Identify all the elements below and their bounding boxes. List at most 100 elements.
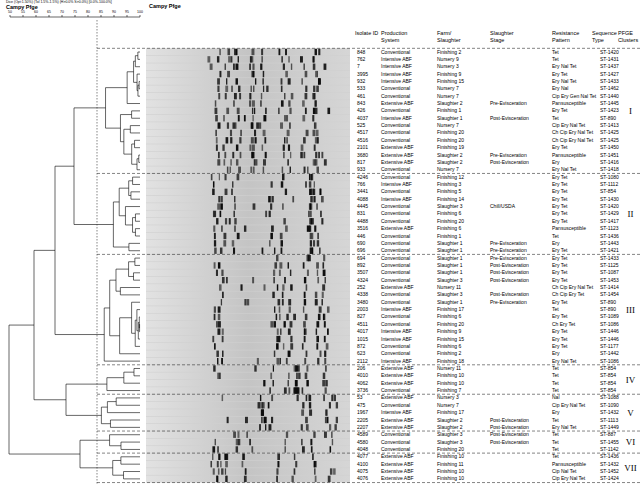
table-cell: Ery Nal Tet: [552, 63, 576, 70]
gel-band: [306, 380, 308, 386]
gel-band: [315, 71, 316, 77]
table-cell: Ery Tet: [552, 218, 567, 225]
gel-lane: [146, 174, 350, 181]
gel-band: [316, 336, 319, 342]
gel-band: [307, 167, 308, 173]
gel-band: [253, 71, 254, 77]
gel-band: [304, 167, 306, 173]
gel-band: [249, 100, 251, 106]
table-cell: Finishing 1: [437, 233, 461, 240]
table-cell: Slaughter 2: [437, 159, 463, 166]
dendrogram-branch: [132, 333, 136, 334]
gel-lane: [146, 277, 350, 284]
gel-band: [303, 321, 306, 327]
gel-band: [322, 262, 324, 268]
table-cell: ST-1414: [600, 284, 619, 291]
dendrogram-branch: [134, 375, 140, 376]
gel-band: [220, 461, 221, 467]
gel-band: [210, 461, 212, 467]
gel-band: [301, 145, 304, 151]
gel-band: [304, 329, 307, 335]
gel-band: [251, 122, 254, 128]
gel-band: [298, 365, 300, 371]
table-cell: Slaughter 1: [437, 240, 463, 247]
gel-band: [313, 64, 316, 70]
gel-band: [265, 108, 267, 114]
table-cell: Tet: [552, 431, 559, 438]
gel-band: [237, 233, 240, 239]
dendrogram-branch: [88, 15, 89, 17]
gel-band: [225, 189, 228, 195]
gel-band: [300, 152, 303, 158]
dendrogram-branch: [34, 399, 66, 400]
gel-band: [217, 203, 220, 209]
gel-band: [317, 358, 318, 364]
gel-band: [217, 329, 220, 335]
table-cell: 7: [357, 63, 360, 70]
gel-band: [217, 358, 218, 364]
gel-band: [282, 174, 285, 180]
dendrogram-branch: [137, 330, 138, 331]
gel-band: [254, 130, 256, 136]
gel-band: [328, 476, 331, 482]
table-cell: ST-1413: [600, 122, 619, 129]
gel-band: [291, 476, 293, 482]
gel-band: [286, 314, 288, 320]
table-cell: 2003: [357, 306, 368, 313]
gel-band: [222, 395, 224, 401]
table-cell: Pansusceptible: [552, 152, 586, 159]
gel-band: [231, 86, 232, 92]
gel-band: [236, 439, 239, 445]
dendrogram-branch: [135, 320, 137, 321]
table-cell: 766: [357, 181, 365, 188]
gel-band: [273, 380, 274, 386]
gel-band: [305, 417, 308, 423]
gel-band: [314, 181, 315, 187]
table-cell: ST-1436: [600, 233, 619, 240]
gel-band: [290, 284, 292, 290]
table-cell: ST-1446: [600, 336, 619, 343]
gel-band: [233, 100, 234, 106]
gel-band: [281, 86, 283, 92]
gel-band: [288, 387, 290, 393]
table-cell: Post-Evisceration: [490, 291, 529, 298]
gel-band: [317, 277, 319, 283]
dendrogram-branch: [110, 427, 140, 428]
gel-lane: [146, 240, 350, 247]
table-cell: ST-890: [600, 299, 616, 306]
gel-band: [216, 137, 218, 143]
gel-band: [218, 196, 220, 202]
gel-lane: [146, 262, 350, 269]
gel-band: [302, 100, 305, 106]
table-cell: Nal: [552, 394, 560, 401]
dendrogram-branch: [127, 71, 133, 72]
table-cell: 690: [357, 240, 365, 247]
gel-band: [302, 115, 305, 121]
gel-band: [295, 380, 297, 386]
dendrogram-branch: [133, 217, 136, 218]
gel-band: [222, 329, 224, 335]
table-cell: Extensive ABF: [381, 144, 414, 151]
table-cell: Nursery 3: [437, 394, 459, 401]
table-cell: ST-1423: [600, 107, 619, 114]
gel-band: [224, 159, 226, 165]
table-cell: Pre-Evisceration: [490, 240, 527, 247]
table-cell: ST-1090: [600, 402, 619, 409]
gel-band: [308, 211, 309, 217]
gel-band: [278, 49, 280, 55]
gel-band: [223, 233, 226, 239]
gel-band: [280, 122, 283, 128]
gel-lane: [146, 461, 350, 468]
gel-lane: [146, 247, 350, 254]
gel-band: [251, 446, 253, 452]
gel-lane: [146, 211, 350, 218]
gel-lane: [146, 284, 350, 291]
gel-band: [236, 49, 238, 55]
gel-band: [323, 314, 326, 320]
gel-band: [303, 64, 305, 70]
cluster-band: VII: [620, 453, 641, 482]
table-cell: Finishing 12: [437, 174, 464, 181]
table-cell: ST-1432: [600, 461, 619, 468]
gel-band: [225, 93, 227, 99]
gel-band: [216, 321, 217, 327]
